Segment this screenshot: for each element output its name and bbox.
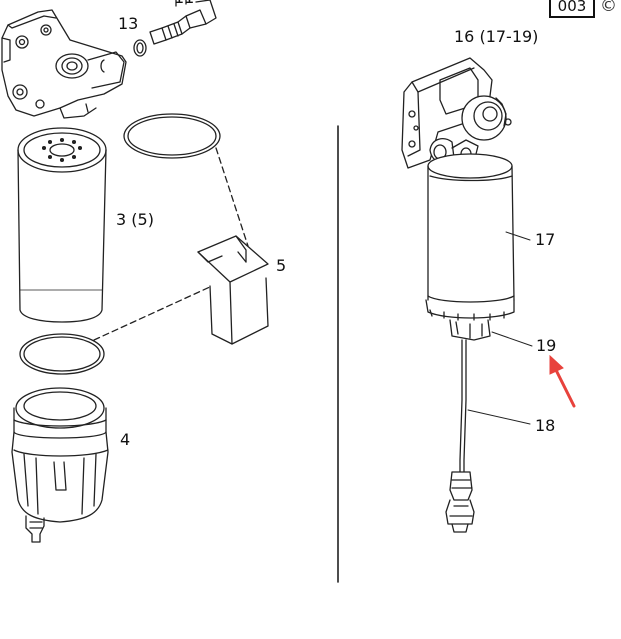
copyright-symbol: © <box>600 0 617 16</box>
filter-head-mount <box>1 9 127 119</box>
leader-lines <box>467 231 533 425</box>
label-part-5: 5 <box>276 256 287 275</box>
label-part-16: 16 (17-19) <box>454 27 539 46</box>
red-arrow <box>549 354 576 408</box>
label-part-17: 17 <box>535 230 556 249</box>
upper-gasket <box>123 113 249 247</box>
label-part-18: 18 <box>535 416 556 435</box>
drawing-code-box: 003 <box>549 0 595 18</box>
label-part-3: 3 (5) <box>116 210 154 229</box>
filter-assembly-16 <box>401 57 515 533</box>
ring-13 <box>133 39 147 57</box>
fitting-11 <box>149 0 217 45</box>
filter-cartridge-3 <box>17 127 107 323</box>
lower-seal <box>19 285 213 375</box>
water-bowl-4 <box>11 387 109 543</box>
label-part-19: 19 <box>536 336 557 355</box>
label-part-4: 4 <box>120 430 131 449</box>
label-part-11: 11 <box>174 0 194 6</box>
box-5 <box>197 235 269 345</box>
label-part-13: 13 <box>118 14 139 33</box>
